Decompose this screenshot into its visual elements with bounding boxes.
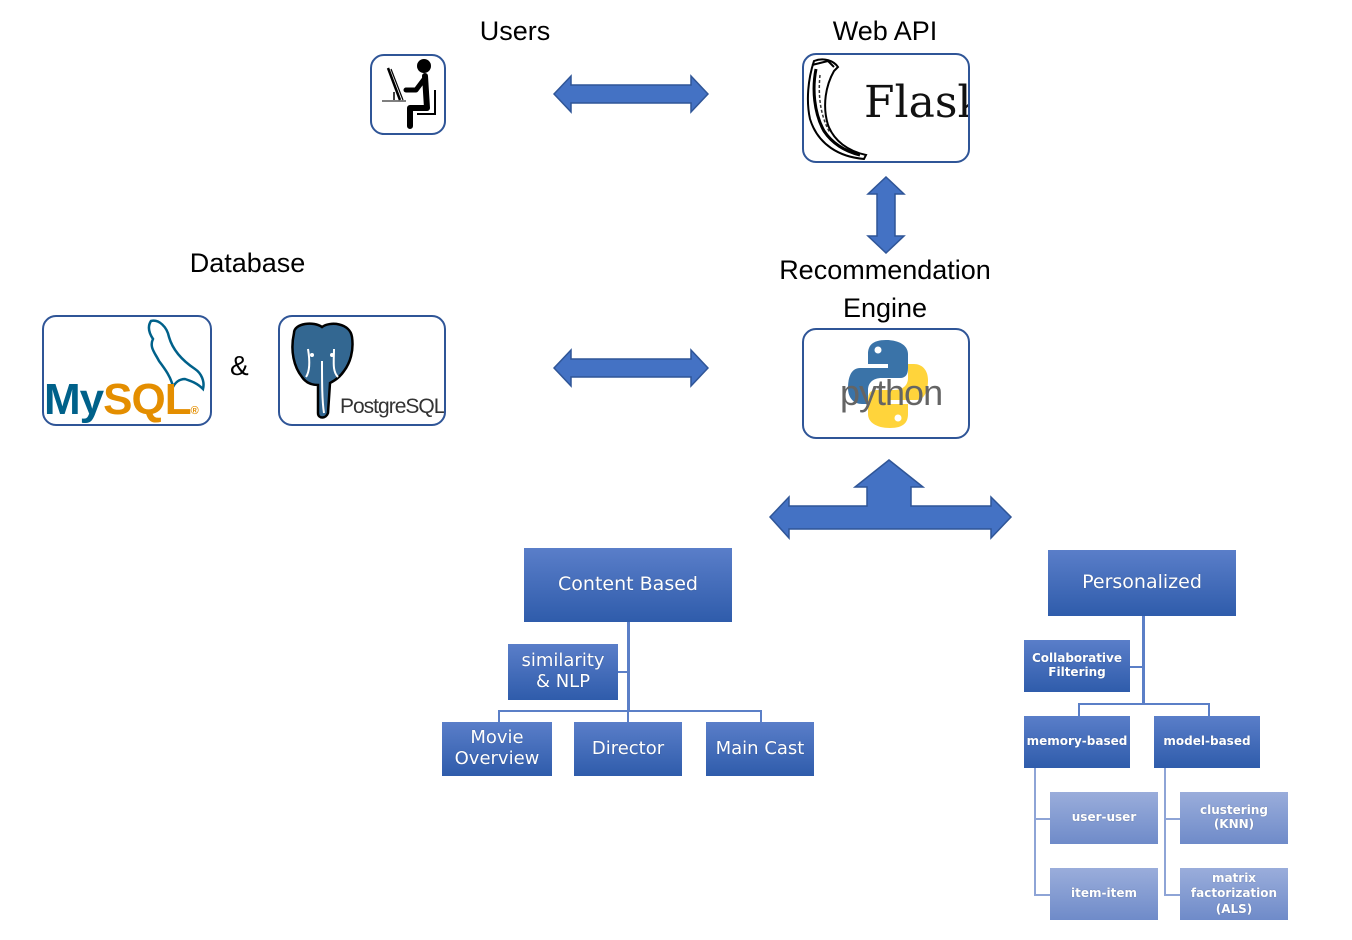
mysql-logo-box: MySQL® [42, 315, 212, 426]
similarity-nlp-line1: similarity [521, 650, 605, 672]
python-wordmark: python [840, 372, 943, 413]
api-engine-arrow [866, 176, 906, 254]
personalized-branch-bar [1078, 703, 1210, 705]
similarity-nlp-line2: & NLP [535, 671, 591, 692]
model-child-connector-2 [1164, 894, 1180, 896]
clustering-knn-node: clustering (KNN) [1180, 792, 1288, 844]
model-child-connector-1 [1164, 818, 1180, 820]
mysql-dolphin-icon [147, 319, 205, 392]
personalized-method-connector [1130, 666, 1143, 668]
matrix-factorization-node: matrix factorization (ALS) [1180, 868, 1288, 920]
postgresql-elephant-icon [291, 322, 354, 419]
flask-logo-box: Flask [802, 53, 970, 163]
flask-horn-icon [806, 58, 868, 161]
engine-branch-arrow [769, 459, 1013, 540]
user-user-node: user-user [1050, 792, 1158, 844]
postgresql-logo-box: PostgreSQL [278, 315, 446, 426]
collab-line2: Filtering [1048, 665, 1106, 679]
mysql-wordmark: MySQL® [44, 375, 199, 424]
flask-wordmark: Flask [864, 77, 968, 128]
users-icon-box [370, 54, 446, 135]
model-based-node: model-based [1154, 716, 1260, 768]
personalized-branch-drop-2 [1208, 703, 1210, 716]
postgresql-wordmark: PostgreSQL [340, 395, 445, 418]
personalized-node: Personalized [1048, 550, 1236, 616]
personalized-branch-drop-1 [1078, 703, 1080, 716]
content-trunk-line [627, 622, 630, 712]
ampersand-label: & [230, 350, 249, 381]
collab-line1: Collaborative [1031, 651, 1123, 666]
user-at-computer-icon [382, 59, 436, 129]
mysql-registered: ® [190, 405, 199, 417]
content-feature-drop-1 [498, 710, 500, 722]
memory-based-stem [1034, 768, 1036, 895]
similarity-nlp-node: similarity & NLP [508, 644, 618, 700]
feature-line2: Overview [454, 748, 540, 769]
feature-node-movie-overview: Movie Overview [442, 722, 552, 776]
model-based-stem [1164, 768, 1166, 895]
mf-line3: (ALS) [1215, 901, 1253, 916]
python-snakes-icon [848, 340, 928, 428]
python-logo-box: python [802, 328, 970, 439]
web-api-label: Web API [832, 16, 938, 46]
memory-based-node: memory-based [1024, 716, 1130, 768]
users-api-arrow [553, 74, 709, 114]
mf-line2: factorization [1190, 886, 1278, 901]
engine-label-line1: Recommendation [779, 255, 991, 285]
content-feature-bar [498, 710, 762, 712]
memory-child-connector-1 [1034, 818, 1050, 820]
content-method-connector [617, 671, 629, 673]
mf-line1: matrix [1211, 870, 1257, 885]
personalized-trunk-line [1142, 616, 1145, 704]
feature-node-director: Director [574, 722, 682, 776]
mysql-my: My [44, 375, 104, 424]
users-label: Users [479, 16, 551, 46]
feature-line1: Movie [470, 727, 524, 749]
mysql-sql: SQL [103, 375, 191, 424]
feature-node-main-cast: Main Cast [706, 722, 814, 776]
content-feature-drop-3 [760, 710, 762, 722]
database-label: Database [189, 248, 306, 278]
item-item-node: item-item [1050, 868, 1158, 920]
engine-label-line2: Engine [842, 293, 928, 323]
memory-child-connector-2 [1034, 894, 1050, 896]
collaborative-filtering-node: Collaborative Filtering [1024, 640, 1130, 692]
database-engine-arrow [553, 348, 709, 388]
content-based-node: Content Based [524, 548, 732, 622]
content-feature-drop-2 [627, 710, 629, 722]
